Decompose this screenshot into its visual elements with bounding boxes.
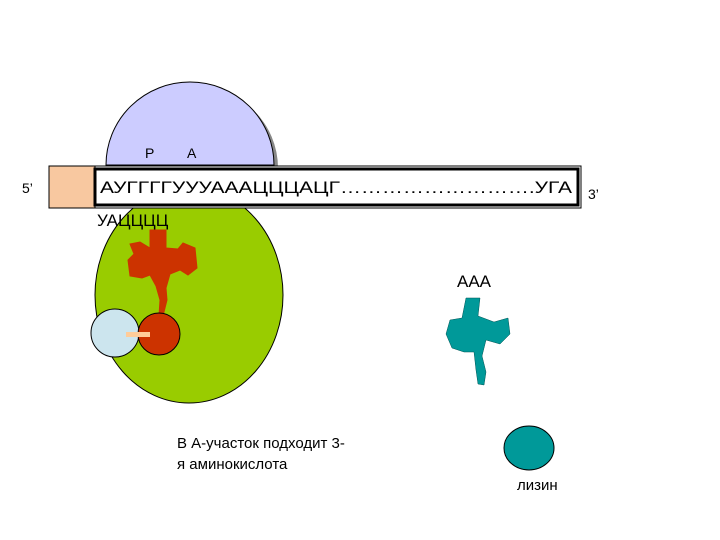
mrna-window: [93, 167, 580, 207]
mrna-start-block: [48, 165, 96, 209]
five-prime-label: 5’: [22, 180, 33, 196]
lysine-label: лизин: [517, 477, 558, 494]
trna-p-anticodon: УАЦЦЦЦ: [97, 211, 169, 230]
trna-free: [445, 297, 511, 386]
lysine-amino-acid: [503, 425, 555, 471]
peptide-bond: [126, 332, 150, 337]
ribosome-large-subunit: [105, 81, 275, 166]
mrna-sequence: АУГГГГУУУАААЦЦЦАЦГ……………………….УГА: [100, 178, 573, 197]
caption-line-2: я аминокислота: [177, 456, 288, 473]
trna-free-anticodon: ААА: [457, 272, 492, 291]
three-prime-label: 3’: [588, 186, 599, 202]
site-a-label: A: [187, 145, 197, 161]
site-p-label: P: [145, 145, 154, 161]
caption-line-1: В А-участок подходит 3-: [177, 435, 345, 452]
